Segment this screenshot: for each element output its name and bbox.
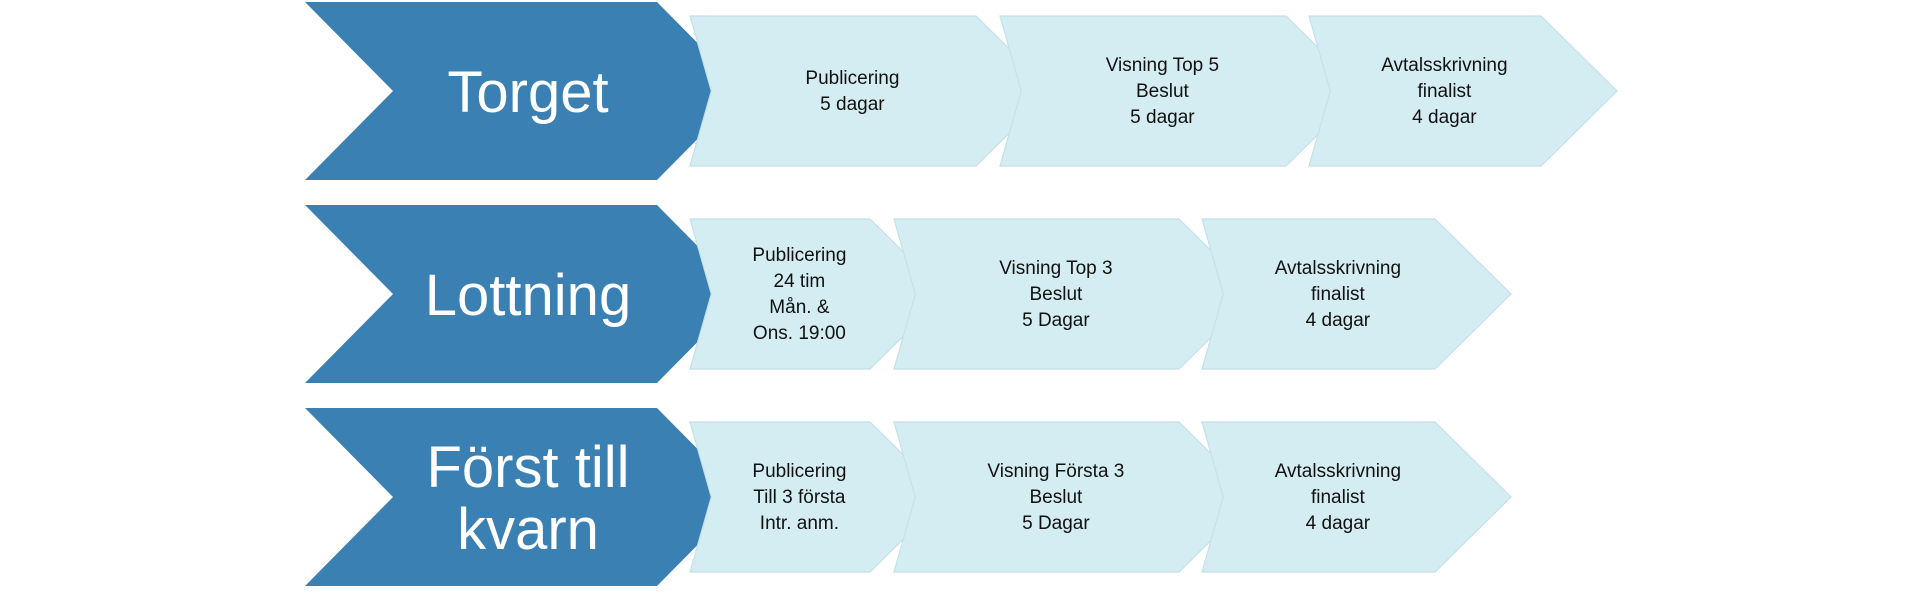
step-text-line: finalist [1417, 81, 1472, 102]
step-text-line: Beslut [1136, 81, 1190, 102]
row-title-line: kvarn [457, 497, 599, 562]
step-text-line: 5 Dagar [1022, 310, 1090, 331]
step-chevron-2-1 [893, 421, 1256, 573]
step-text-line: Avtalsskrivning [1275, 258, 1401, 279]
step-text-line: Intr. anm. [760, 513, 839, 534]
step-chevron-0-1 [999, 15, 1363, 167]
step-chevron-0-2 [1308, 15, 1618, 167]
step-chevron-1-0 [689, 218, 947, 370]
step-text-line: 4 dagar [1412, 107, 1477, 128]
step-text-line: Publicering [805, 68, 899, 89]
step-text-line: Beslut [1029, 284, 1083, 305]
step-text-line: Till 3 första [753, 487, 846, 508]
step-chevron-2-0 [689, 421, 947, 573]
step-chevron-0-0 [689, 15, 1053, 167]
step-text-line: 4 dagar [1306, 513, 1371, 534]
step-chevron-1-1 [893, 218, 1256, 370]
step-text-line: Beslut [1029, 487, 1083, 508]
step-text-line: Avtalsskrivning [1275, 461, 1401, 482]
row-title-line: Först till [427, 435, 630, 500]
step-text-line: Avtalsskrivning [1381, 55, 1507, 76]
row-title-line: Torget [447, 60, 608, 125]
step-text-line: 5 dagar [820, 94, 885, 115]
step-text-line: 4 dagar [1306, 310, 1371, 331]
row-title-line: Lottning [425, 263, 631, 328]
step-text-line: Visning Top 3 [999, 258, 1112, 279]
step-chevron-2-2 [1201, 421, 1512, 573]
step-text-line: 5 dagar [1130, 107, 1195, 128]
step-text-line: Publicering [752, 245, 846, 266]
main-chevron-1 [305, 205, 745, 383]
step-text-line: finalist [1311, 284, 1366, 305]
step-text-line: 5 Dagar [1022, 513, 1090, 534]
step-text-line: finalist [1311, 487, 1366, 508]
step-text-line: Ons. 19:00 [753, 323, 846, 344]
step-text-line: Visning Top 5 [1106, 55, 1219, 76]
step-text-line: 24 tim [774, 271, 826, 292]
step-text-line: Mån. & [769, 297, 830, 318]
step-text-line: Visning Första 3 [987, 461, 1124, 482]
step-chevron-1-2 [1201, 218, 1512, 370]
step-text-line: Publicering [752, 461, 846, 482]
main-chevron-2 [305, 408, 745, 586]
main-chevron-0 [305, 2, 745, 180]
